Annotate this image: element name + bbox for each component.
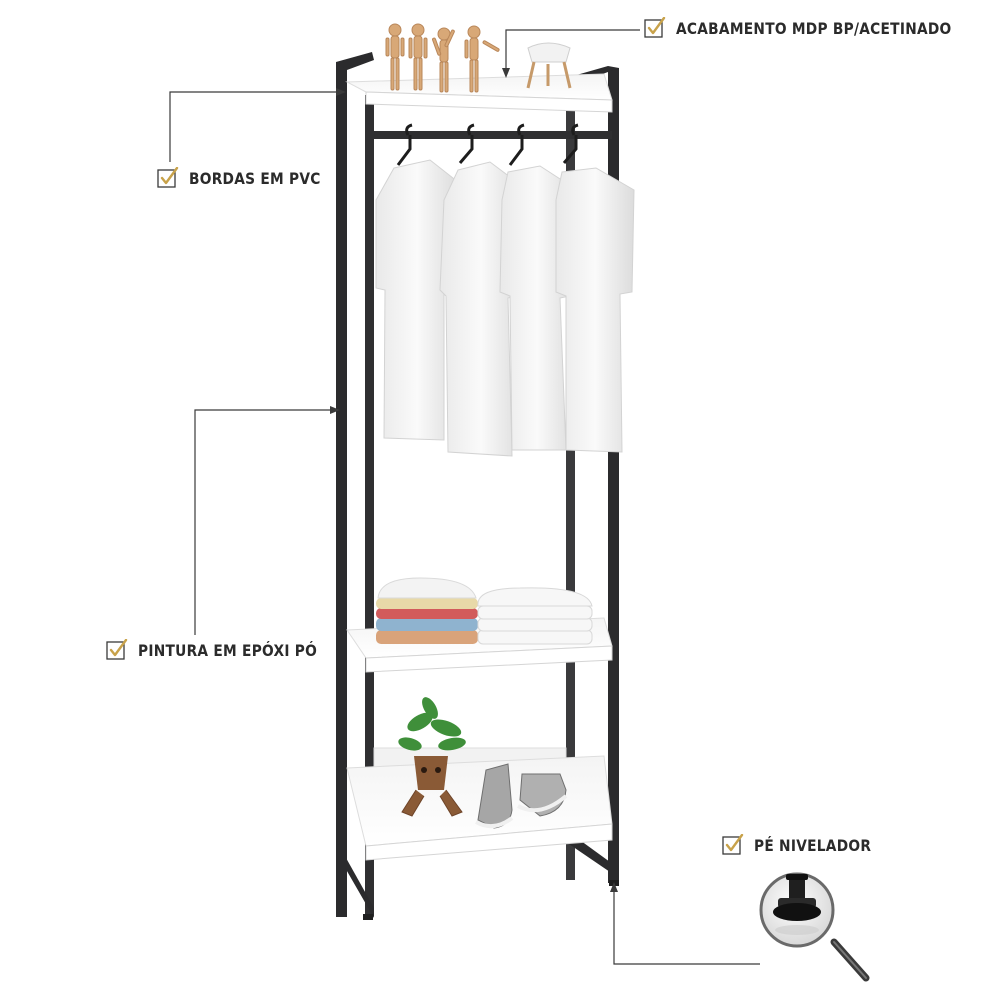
folded-clothes-stack-white [477,587,593,645]
sneakers [475,763,568,829]
callout-lines [169,29,760,965]
leveling-foot-bolt [789,878,805,900]
magnifier-leveling-foot-detail [759,872,870,982]
rack-frame [336,52,619,920]
callout-line-foot [613,888,760,965]
hanging-rod [372,131,612,139]
wooden-mannequin-figures [385,23,500,93]
feature-finish: ACABAMENTO MDP BP/ACETINADO [644,16,996,39]
gold-check-icon [722,833,744,856]
hanging-shirts [375,123,635,457]
callout-line-edges [169,91,340,162]
folded-clothes-stack-colored [376,577,478,644]
bottom-left-side-bar [336,840,374,918]
back-left-upright [365,95,374,915]
feature-paint: PINTURA EM EPÓXI PÓ [106,638,346,661]
feature-label-foot: PÉ NIVELADOR [754,835,872,855]
callout-arrowheads [330,68,618,892]
foot-left [363,914,373,920]
shirt-4 [555,123,635,453]
front-right-upright [608,68,619,883]
potted-plant [398,697,466,817]
shirt-1 [375,123,459,441]
feature-edges: BORDAS EM PVC [157,166,342,189]
gold-check-icon [106,638,128,661]
miniature-chair [526,42,572,89]
callout-line-finish [505,29,640,72]
feature-label-finish: ACABAMENTO MDP BP/ACETINADO [676,18,952,38]
callout-line-paint [194,409,334,635]
gold-check-icon [157,166,179,189]
arrowhead-finish [502,68,510,78]
front-left-upright [336,62,347,917]
arrowhead-foot [610,882,618,892]
feature-label-edges: BORDAS EM PVC [189,168,321,188]
gold-check-icon [644,16,666,39]
feature-label-paint: PINTURA EM EPÓXI PÓ [138,640,318,660]
feature-foot: PÉ NIVELADOR [722,833,890,856]
top-shelf [345,73,613,113]
arrowhead-edges [336,88,346,96]
top-left-side-bar [336,52,374,70]
back-right-upright [566,100,575,880]
arrowhead-paint [330,406,340,414]
